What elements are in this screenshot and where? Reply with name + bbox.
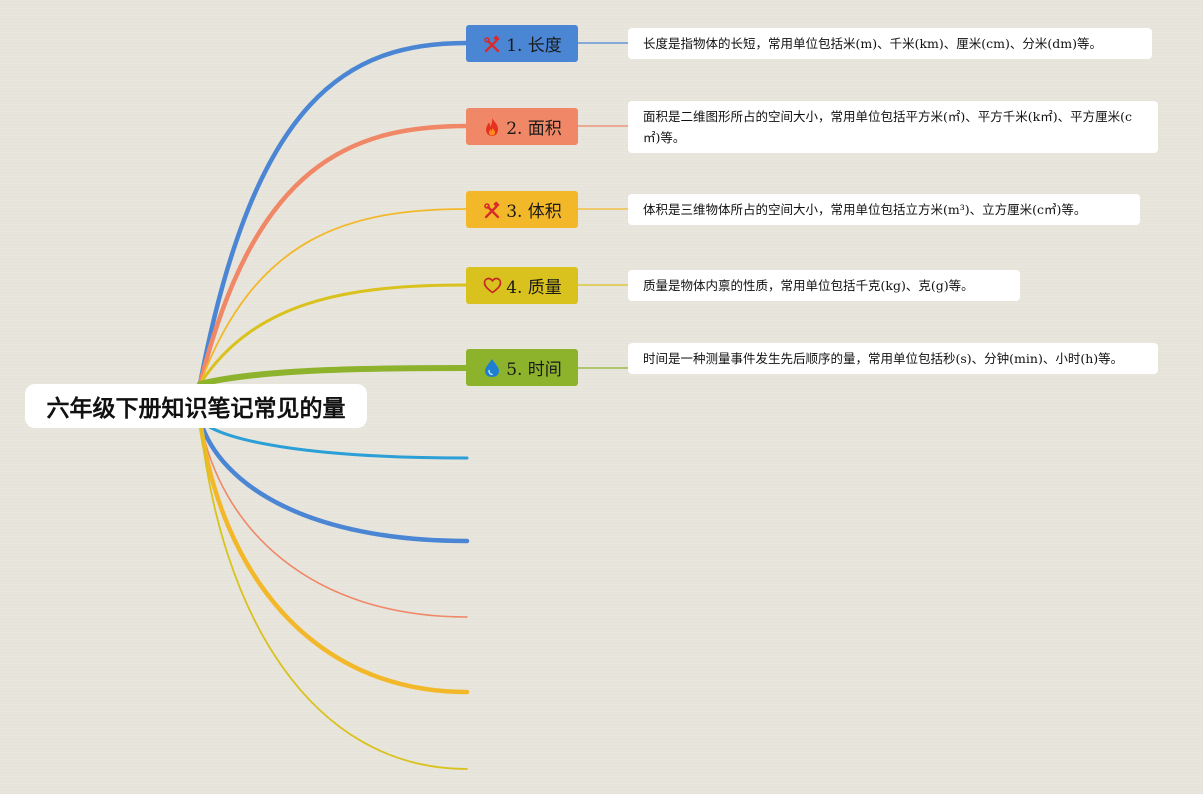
branch-line-1 bbox=[197, 40, 470, 387]
topic-label: 4. 质量 bbox=[506, 278, 562, 298]
empty-branch-line-3 bbox=[199, 419, 468, 618]
empty-branch-line-4 bbox=[197, 417, 470, 695]
note-length[interactable]: 长度是指物体的长短，常用单位包括米(m)、千米(km)、厘米(cm)、分米(dm… bbox=[628, 28, 1152, 59]
topic-length[interactable]: 1. 长度 bbox=[466, 25, 578, 62]
note-text: 体积是三维物体所占的空间大小，常用单位包括立方米(m³)、立方厘米(c㎥)等。 bbox=[643, 202, 1087, 217]
topic-label: 1. 长度 bbox=[506, 36, 562, 56]
tools-icon bbox=[482, 200, 502, 220]
branch-line-3 bbox=[199, 208, 468, 385]
note-area[interactable]: 面积是二维图形所占的空间大小，常用单位包括平方米(㎡)、平方千米(k㎡)、平方厘… bbox=[628, 101, 1158, 153]
topic-label: 2. 面积 bbox=[506, 119, 562, 139]
topic-area[interactable]: 2. 面积 bbox=[466, 108, 578, 145]
water-drop-icon bbox=[482, 358, 502, 378]
empty-branch-line-2 bbox=[197, 417, 470, 544]
topic-mass[interactable]: 4. 质量 bbox=[466, 267, 578, 304]
note-time[interactable]: 时间是一种测量事件发生先后顺序的量，常用单位包括秒(s)、分钟(min)、小时(… bbox=[628, 343, 1158, 374]
topic-time[interactable]: 5. 时间 bbox=[466, 349, 578, 386]
note-text: 时间是一种测量事件发生先后顺序的量，常用单位包括秒(s)、分钟(min)、小时(… bbox=[643, 351, 1124, 366]
root-topic[interactable]: 六年级下册知识笔记常见的量 bbox=[25, 384, 367, 428]
tools-icon bbox=[482, 34, 502, 54]
branch-line-5 bbox=[197, 365, 470, 387]
note-text: 长度是指物体的长短，常用单位包括米(m)、千米(km)、厘米(cm)、分米(dm… bbox=[643, 36, 1103, 51]
note-text: 质量是物体内禀的性质，常用单位包括千克(kg)、克(g)等。 bbox=[643, 278, 974, 293]
note-text: 面积是二维图形所占的空间大小，常用单位包括平方米(㎡)、平方千米(k㎡)、平方厘… bbox=[643, 109, 1132, 145]
note-mass[interactable]: 质量是物体内禀的性质，常用单位包括千克(kg)、克(g)等。 bbox=[628, 270, 1020, 301]
root-topic-title: 六年级下册知识笔记常见的量 bbox=[46, 396, 346, 422]
empty-branch-line-5 bbox=[199, 419, 468, 770]
note-volume[interactable]: 体积是三维物体所占的空间大小，常用单位包括立方米(m³)、立方厘米(c㎥)等。 bbox=[628, 194, 1140, 225]
heart-icon bbox=[482, 276, 502, 296]
topic-volume[interactable]: 3. 体积 bbox=[466, 191, 578, 228]
topic-label: 5. 时间 bbox=[506, 360, 562, 380]
branch-line-4 bbox=[198, 283, 469, 386]
fire-icon bbox=[482, 117, 502, 137]
topic-label: 3. 体积 bbox=[506, 202, 562, 222]
branch-line-2 bbox=[197, 123, 470, 387]
